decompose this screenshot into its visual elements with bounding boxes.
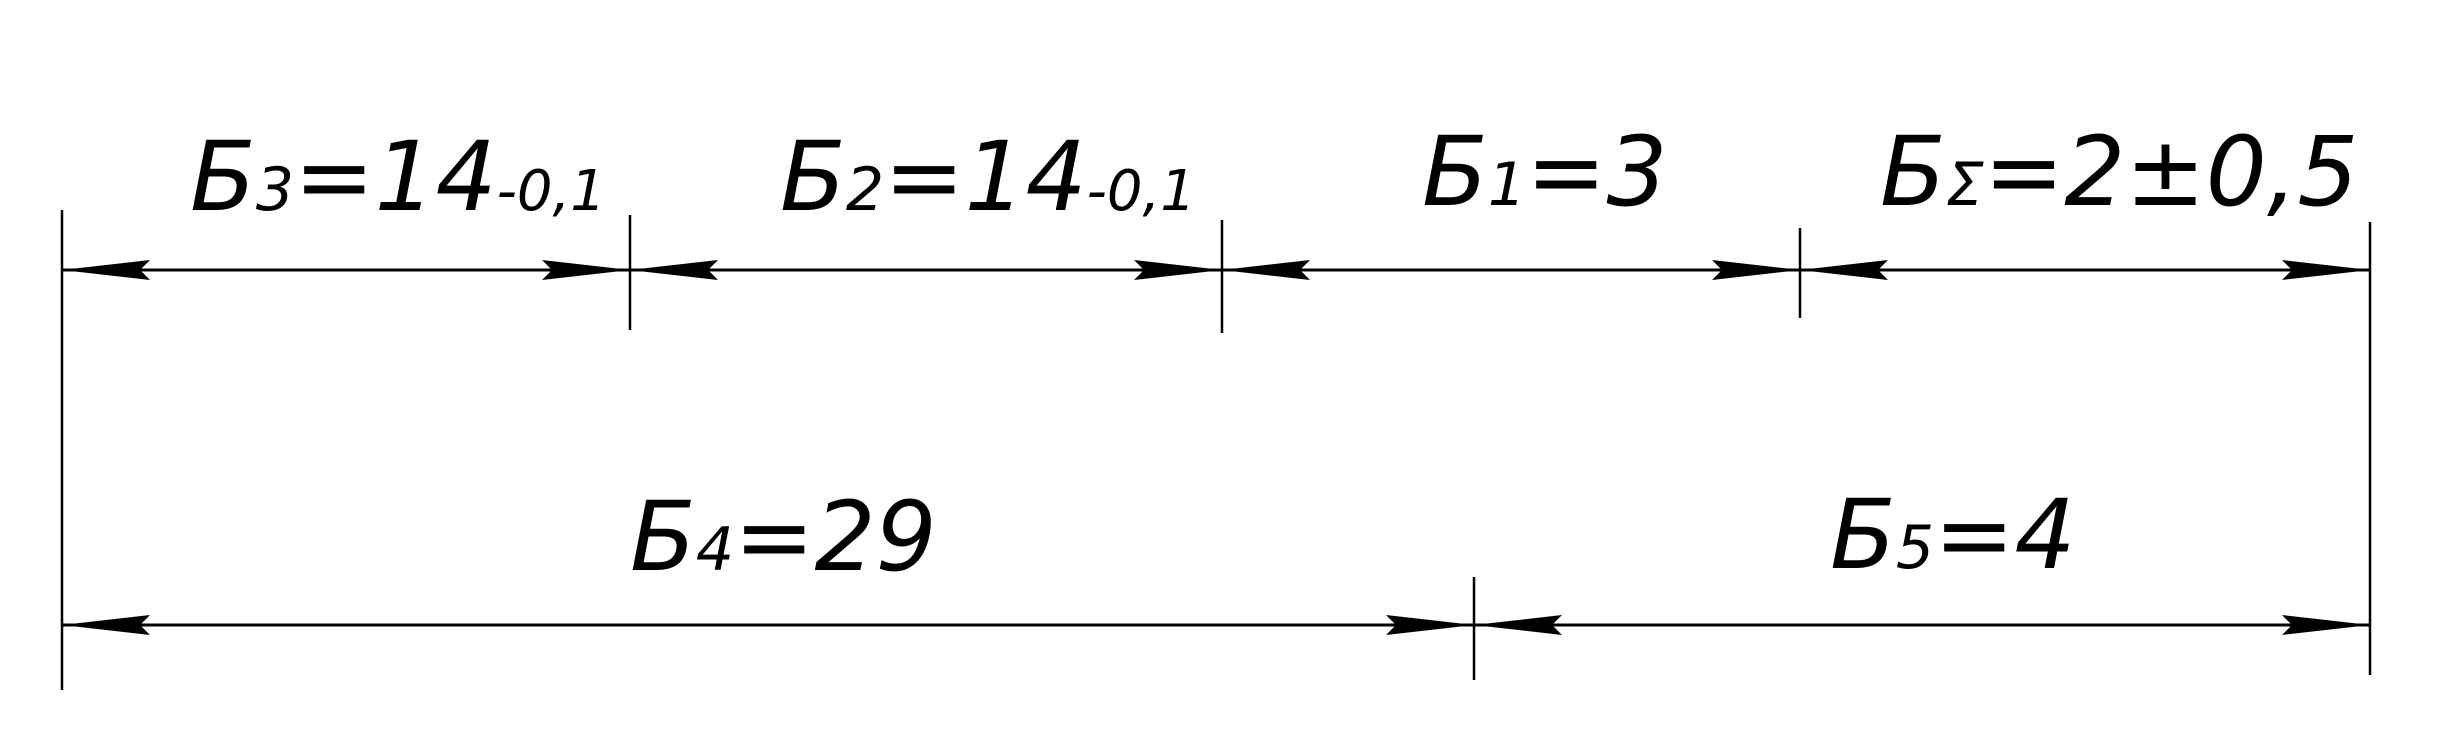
arrowhead-bsum-right <box>2282 260 2370 280</box>
label-b3-value: 14 <box>374 121 496 233</box>
label-b1-eq: = <box>1526 116 1606 228</box>
arrowhead-bsum-left <box>1800 260 1888 280</box>
label-b3-letter: Б <box>190 121 256 233</box>
label-b4-subscript: 4 <box>696 515 734 585</box>
label-b5-value: 4 <box>2014 479 2075 591</box>
label-b1-subscript: 1 <box>1488 150 1526 220</box>
label-b5-letter: Б <box>1830 479 1896 591</box>
label-b3-tolerance: -0,1 <box>497 159 606 224</box>
label-b3-subscript: 3 <box>256 155 294 225</box>
arrowhead-b1-right <box>1712 260 1800 280</box>
label-b2-letter: Б <box>780 121 846 233</box>
arrowhead-b2-left <box>630 260 718 280</box>
label-b4-letter: Б <box>630 481 696 593</box>
label-b5-eq: = <box>1934 479 2014 591</box>
label-b4-eq: = <box>734 481 814 593</box>
arrowhead-b3-right <box>542 260 630 280</box>
label-b3: Б3=14-0,1 <box>190 121 606 233</box>
arrowhead-b1-left <box>1222 260 1310 280</box>
arrowhead-b4-right <box>1386 615 1474 635</box>
label-bsum-subscript: Σ <box>1946 150 1984 220</box>
label-b4-value: 29 <box>814 481 936 593</box>
label-b2: Б2=14-0,1 <box>780 121 1196 233</box>
label-b2-value: 14 <box>964 121 1086 233</box>
label-b5-subscript: 5 <box>1896 513 1934 583</box>
label-b3-eq: = <box>294 121 374 233</box>
label-b4: Б4=29 <box>630 481 937 593</box>
arrowhead-b2-right <box>1134 260 1222 280</box>
label-b2-subscript: 2 <box>846 155 884 225</box>
arrowhead-b5-right <box>2282 615 2370 635</box>
label-bsum-eq: = <box>1984 116 2064 228</box>
arrowhead-b3-left <box>62 260 150 280</box>
label-b5: Б5=4 <box>1830 479 2076 591</box>
label-b2-eq: = <box>884 121 964 233</box>
label-bsum: БΣ=2±0,5 <box>1880 116 2358 228</box>
arrowhead-b4-left <box>62 615 150 635</box>
label-bsum-value: 2±0,5 <box>2064 116 2358 228</box>
label-b1-value: 3 <box>1606 116 1667 228</box>
label-b1-letter: Б <box>1422 116 1488 228</box>
label-b2-tolerance: -0,1 <box>1087 159 1196 224</box>
label-bsum-letter: Б <box>1880 116 1946 228</box>
label-b1: Б1=3 <box>1422 116 1668 228</box>
arrowhead-b5-left <box>1474 615 1562 635</box>
